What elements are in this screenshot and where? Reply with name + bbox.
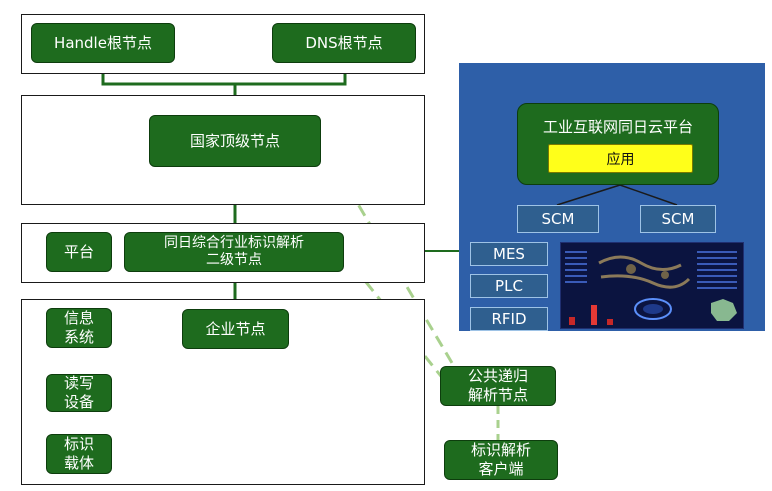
read-write-device-node: 读写 设备 [46,374,112,412]
id-client-node: 标识解析 客户端 [444,440,558,480]
cloud-connector-lines [556,184,678,206]
mes-box: MES [470,242,548,266]
scm-right-box: SCM [640,205,716,233]
scm-left-box: SCM [517,205,599,233]
national-top-node: 国家顶级节点 [149,115,321,167]
platform-node: 平台 [46,232,112,272]
id-carrier-node: 标识 载体 [46,434,112,474]
info-system-node: 信息 系统 [46,308,112,348]
handle-root-node: Handle根节点 [31,23,175,63]
cloud-platform-title: 工业互联网同日云平台 [542,118,693,136]
dashboard-graphic [561,243,743,328]
cloud-platform-panel: 工业互联网同日云平台 应用 SCM SCM MES PLC RFID [459,63,765,331]
enterprise-node: 企业节点 [182,309,289,349]
secondary-node: 同日综合行业标识解析 二级节点 [124,232,344,272]
dashboard-screenshot-image [560,242,744,329]
dns-root-node: DNS根节点 [272,23,416,63]
public-recursive-node: 公共递归 解析节点 [440,366,556,406]
application-box: 应用 [548,144,693,173]
plc-box: PLC [470,274,548,298]
rfid-box: RFID [470,307,548,331]
